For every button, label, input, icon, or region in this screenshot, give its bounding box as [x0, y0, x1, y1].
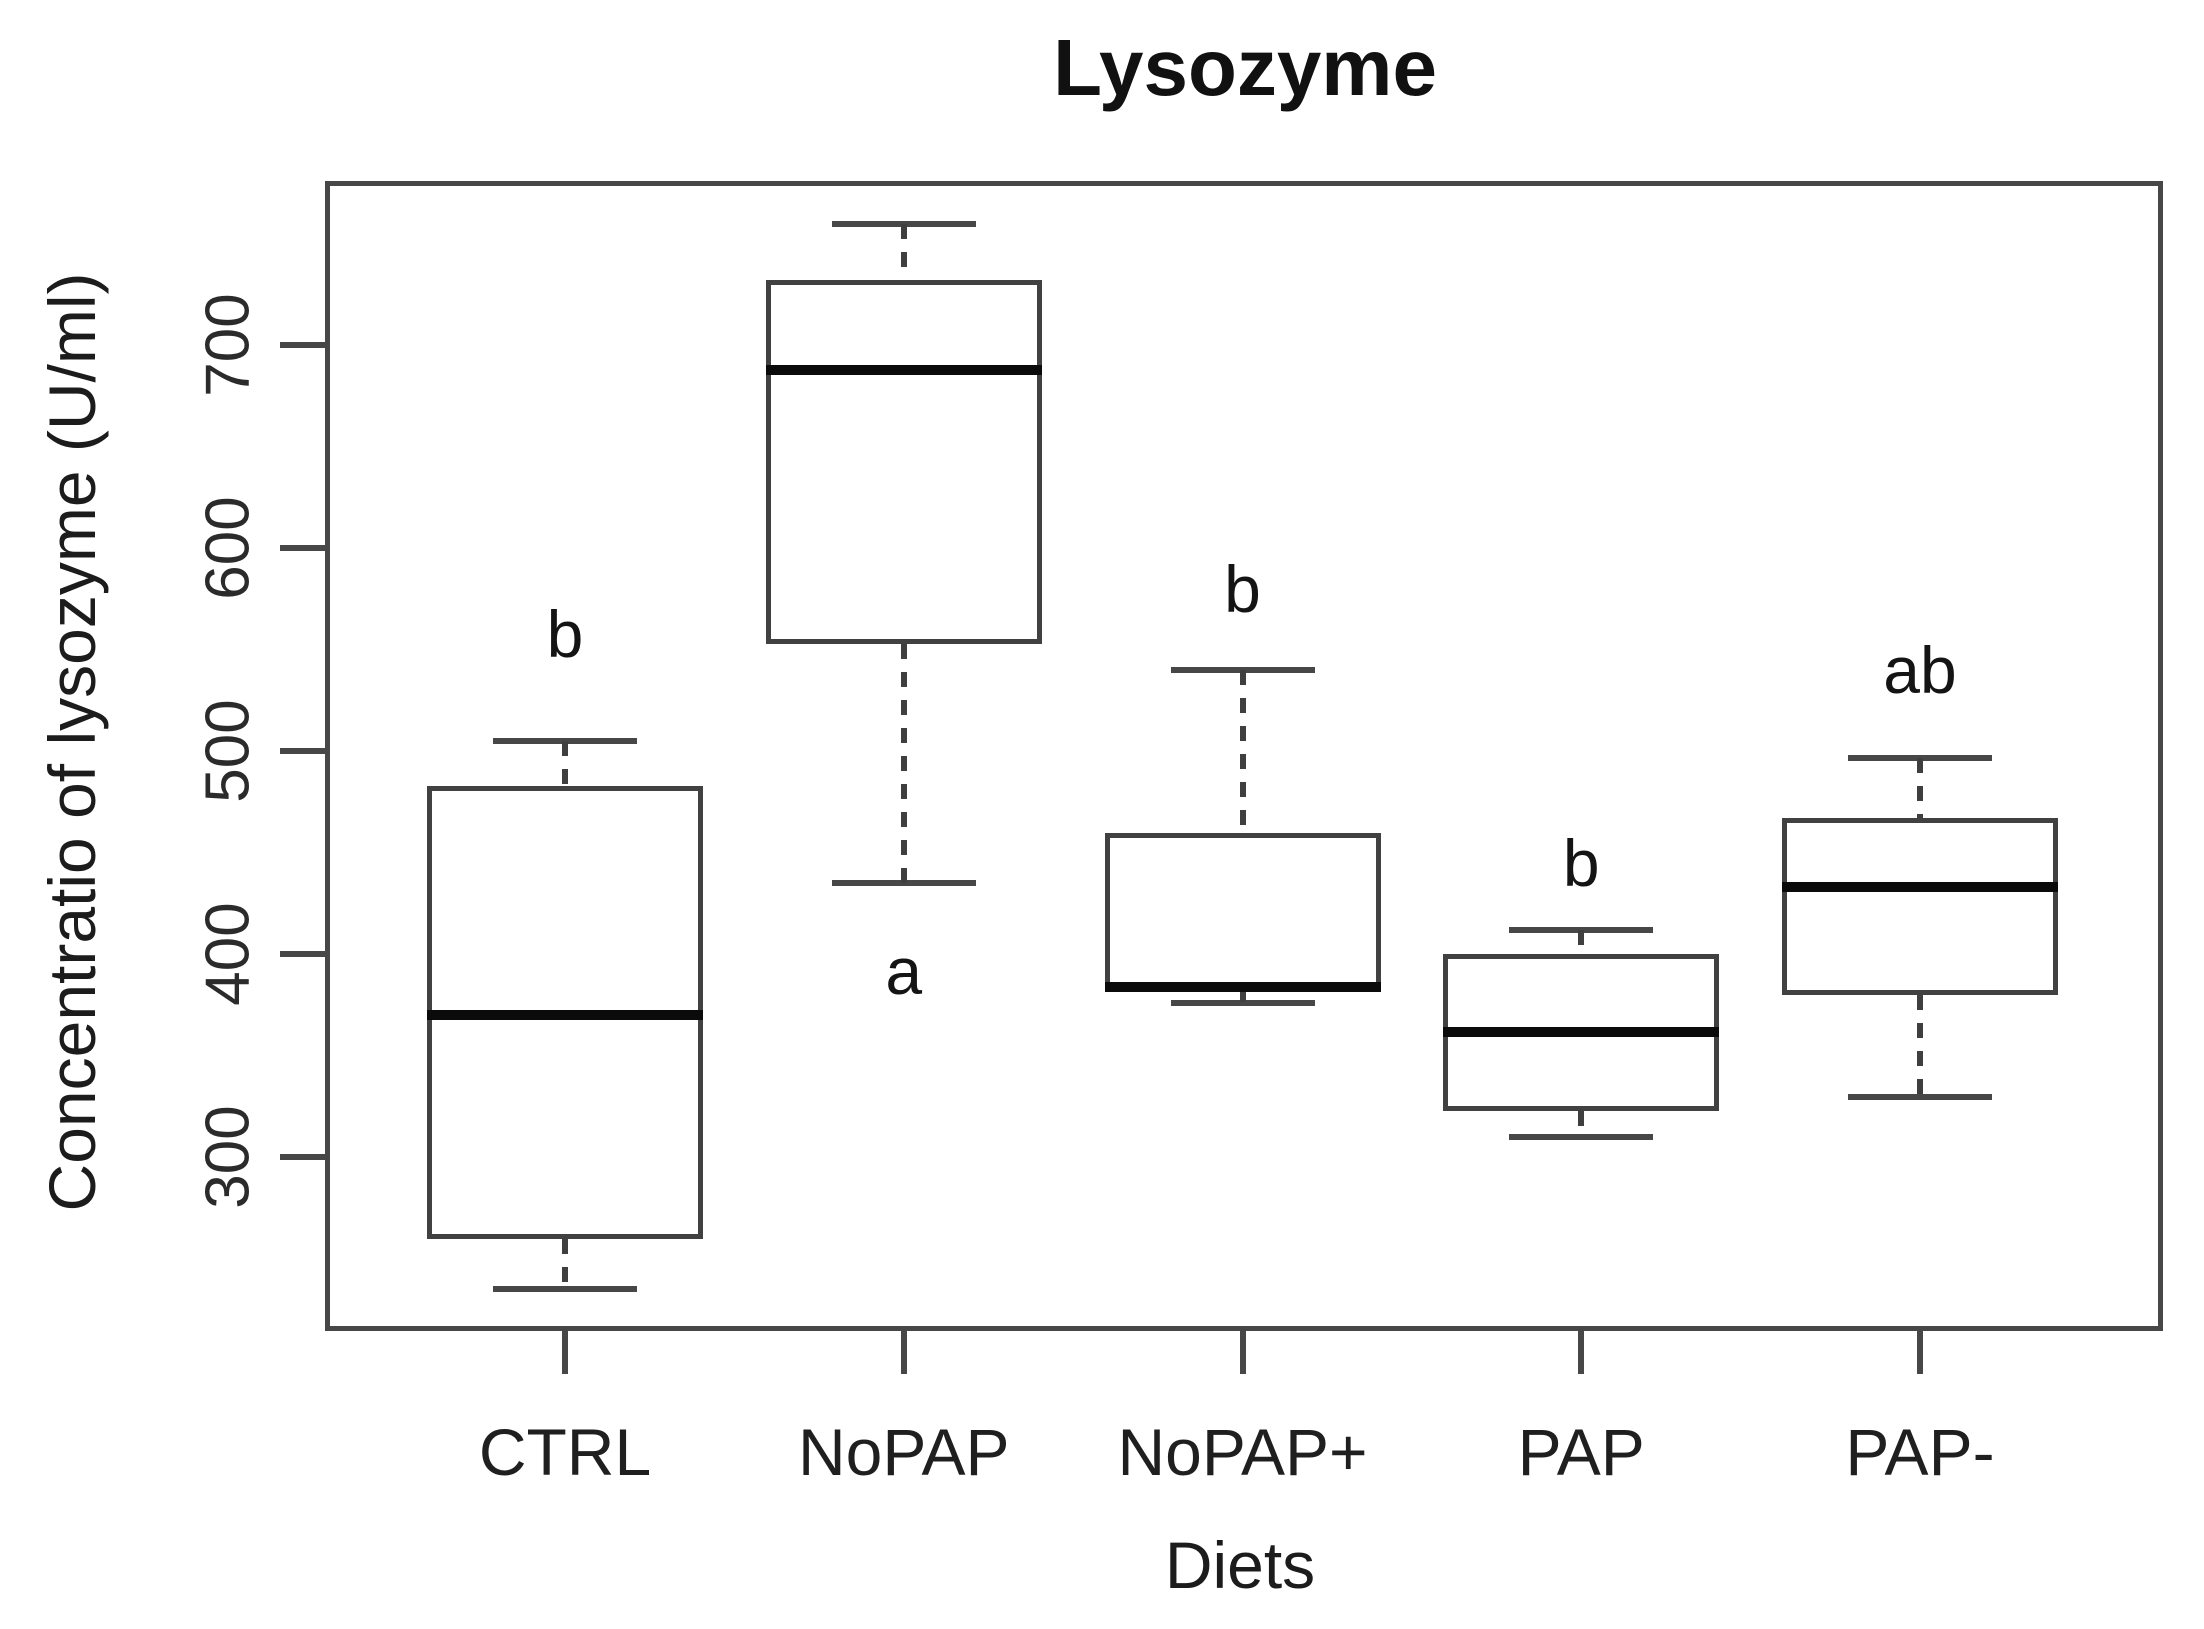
category-label-NoPAP: NoPAP [797, 1415, 1010, 1489]
median-NoPAP [765, 364, 1042, 375]
sig-letter-PAP: b [1562, 826, 1600, 901]
whisker-cap-bottom-NoPAP+ [1170, 1000, 1315, 1007]
y-tick-500 [280, 748, 325, 755]
y-tick-label-700: 700 [193, 293, 263, 398]
whisker-upper-NoPAP [900, 223, 907, 281]
y-tick-label-600: 600 [193, 496, 263, 601]
x-tick-NoPAP [900, 1328, 907, 1374]
category-label-NoPAP+: NoPAP+ [1117, 1415, 1368, 1489]
median-PAP- [1782, 882, 2058, 893]
category-label-PAP: PAP [1517, 1415, 1645, 1489]
median-PAP [1443, 1026, 1720, 1037]
sig-letter-PAP-: ab [1883, 633, 1957, 708]
chart-title: Lysozyme [1053, 23, 1437, 112]
category-label-CTRL: CTRL [478, 1415, 652, 1489]
y-tick-600 [280, 545, 325, 552]
whisker-upper-NoPAP+ [1239, 670, 1246, 833]
x-tick-PAP- [1917, 1328, 1923, 1374]
whisker-lower-NoPAP [900, 643, 907, 884]
whisker-cap-bottom-CTRL [493, 1286, 637, 1293]
median-NoPAP+ [1104, 981, 1381, 992]
y-tick-label-300: 300 [193, 1105, 263, 1210]
box-NoPAP [765, 280, 1042, 644]
y-tick-label-500: 500 [193, 699, 263, 804]
y-axis-label: Concentratio of lysozyme (U/ml) [35, 272, 109, 1212]
whisker-lower-PAP- [1917, 995, 1923, 1097]
sig-letter-CTRL: b [546, 596, 584, 671]
x-tick-PAP [1578, 1328, 1585, 1374]
box-NoPAP+ [1104, 832, 1381, 987]
y-tick-300 [280, 1154, 325, 1161]
y-tick-700 [280, 342, 325, 349]
whisker-upper-PAP- [1917, 757, 1923, 819]
whisker-lower-NoPAP+ [1239, 986, 1246, 1004]
whisker-lower-CTRL [562, 1238, 568, 1290]
box-PAP- [1782, 818, 2058, 996]
whisker-lower-PAP [1578, 1110, 1585, 1138]
y-tick-label-400: 400 [193, 902, 263, 1007]
whisker-upper-CTRL [562, 741, 568, 786]
sig-letter-NoPAP: a [885, 933, 923, 1008]
whisker-cap-bottom-NoPAP [831, 880, 976, 887]
whisker-cap-bottom-PAP- [1848, 1093, 1992, 1100]
category-label-PAP-: PAP- [1845, 1415, 1995, 1489]
y-tick-400 [280, 951, 325, 958]
x-axis-label: Diets [1164, 1528, 1316, 1602]
whisker-upper-PAP [1578, 930, 1585, 955]
x-tick-NoPAP+ [1239, 1328, 1246, 1374]
median-CTRL [427, 1010, 703, 1021]
whisker-cap-bottom-PAP [1509, 1134, 1654, 1141]
sig-letter-NoPAP+: b [1224, 552, 1261, 627]
x-tick-CTRL [562, 1328, 568, 1374]
